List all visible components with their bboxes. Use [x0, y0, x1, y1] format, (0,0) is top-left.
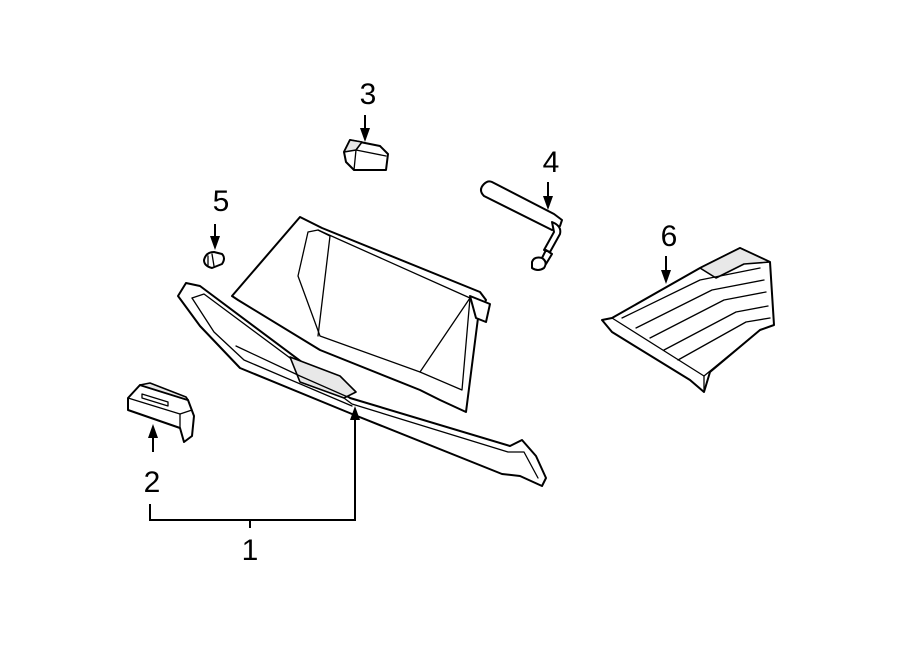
- part-3-bumper-stop[interactable]: [343, 139, 389, 171]
- callout-3: 3: [360, 78, 377, 111]
- callout-4: 4: [543, 146, 560, 179]
- leader-5: [210, 224, 220, 250]
- leader-2: [148, 424, 158, 452]
- callout-2: 2: [144, 466, 161, 499]
- callout-6: 6: [661, 220, 678, 253]
- leader-3: [360, 115, 370, 142]
- leader-6: [661, 256, 671, 284]
- callout-1: 1: [242, 534, 259, 567]
- part-6-liner[interactable]: [601, 247, 775, 393]
- callout-5: 5: [213, 185, 230, 218]
- part-1-glove-box-bin[interactable]: [177, 216, 547, 487]
- part-5-clip[interactable]: [203, 251, 225, 269]
- leader-4: [543, 182, 553, 210]
- part-4-damper-strut[interactable]: [480, 180, 563, 271]
- leader-1: [149, 406, 360, 528]
- part-2-latch[interactable]: [127, 382, 195, 443]
